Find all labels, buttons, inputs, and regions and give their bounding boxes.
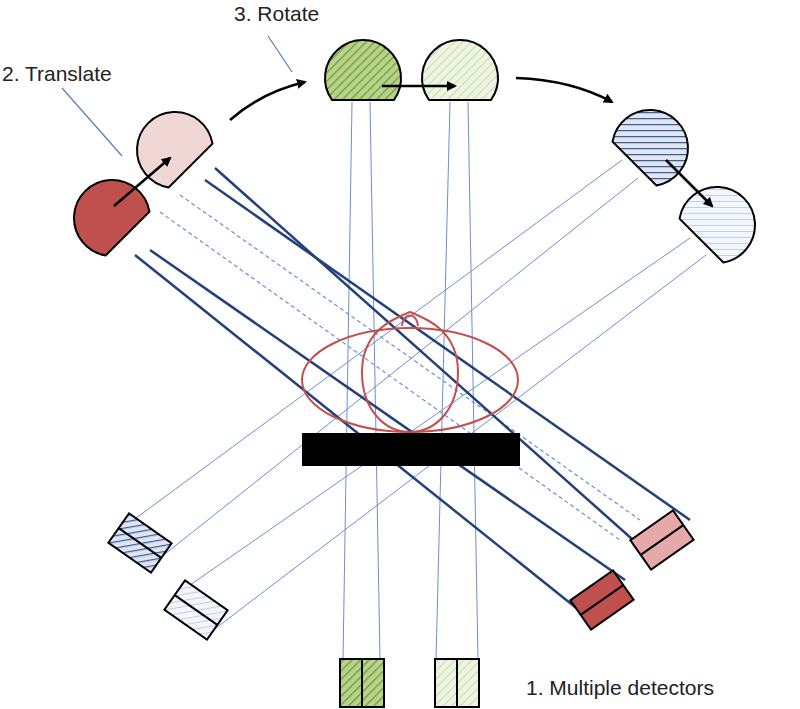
step-label: 1. Multiple detectors	[524, 676, 716, 700]
step-label: 3. Rotate	[232, 2, 321, 26]
step-label: 2. Translate	[0, 62, 114, 86]
